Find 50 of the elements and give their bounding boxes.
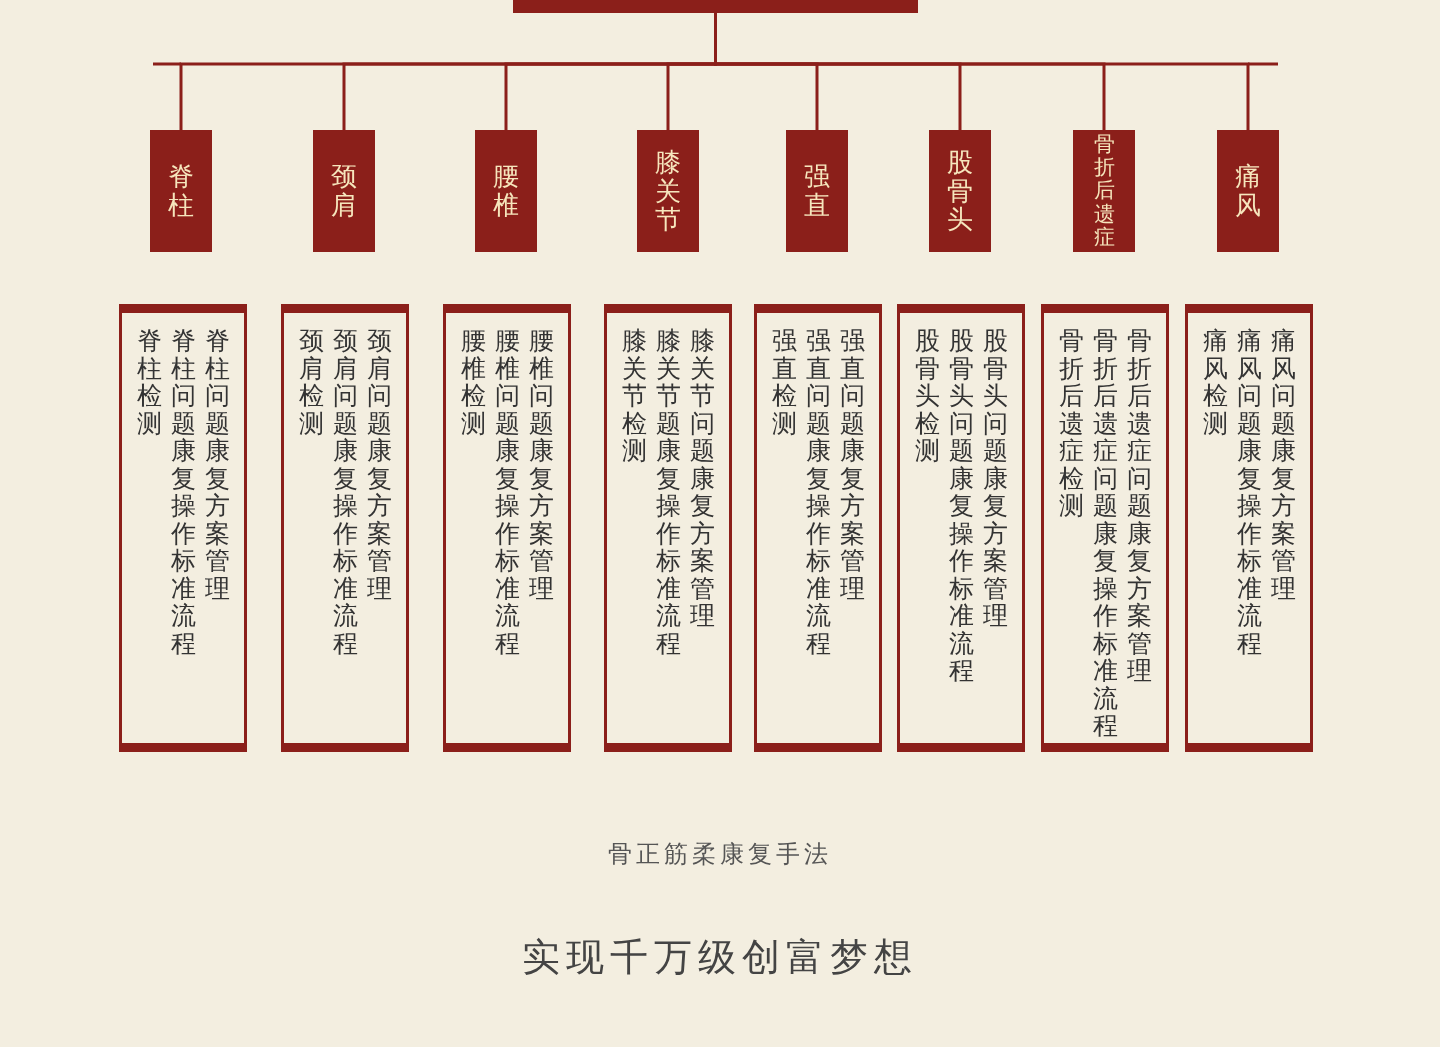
scroll-panel: [604, 304, 732, 752]
category-name: 腰椎: [493, 162, 519, 220]
vertical-text: 痛风问题康复方案管理: [1270, 327, 1296, 605]
vertical-text: 腰椎检测: [460, 327, 486, 440]
scroll-panel: [443, 304, 571, 752]
vertical-text: 骨折后遗症问题康复方案管理: [1126, 327, 1152, 687]
vertical-text: 腰椎问题康复操作标准流程: [494, 327, 520, 660]
category-tag: [150, 130, 212, 252]
category-name: 脊柱: [168, 162, 194, 220]
scroll-panel: [119, 304, 247, 752]
category-tag: [1217, 130, 1279, 252]
vertical-text: 强直问题康复方案管理: [839, 327, 865, 605]
category-tag: [637, 130, 699, 252]
vertical-text: 骨折后遗症问题康复操作标准流程: [1092, 327, 1118, 742]
scroll-panel: [1041, 304, 1169, 752]
scroll-panel: [281, 304, 409, 752]
vertical-text: 股骨头问题康复方案管理: [982, 327, 1008, 632]
category-tag: [313, 130, 375, 252]
slogan-text: 实现千万级创富梦想: [521, 934, 919, 981]
scroll-panel: [1185, 304, 1313, 752]
vertical-text: 腰椎问题康复方案管理: [528, 327, 554, 605]
vertical-text: 膝关节检测: [621, 327, 647, 467]
category-tag: [929, 130, 991, 252]
category-name: 骨折后遗症: [1093, 133, 1115, 249]
vertical-text: 脊柱问题康复操作标准流程: [170, 327, 196, 660]
vertical-text: 膝关节问题康复方案管理: [689, 327, 715, 632]
scroll-panel: [754, 304, 882, 752]
vertical-text: 颈肩问题康复方案管理: [366, 327, 392, 605]
vertical-text: 颈肩问题康复操作标准流程: [332, 327, 358, 660]
category-name: 强直: [804, 162, 830, 220]
vertical-text: 膝关节题康复操作标准流程: [655, 327, 681, 660]
scroll-panel: [897, 304, 1025, 752]
vertical-text: 颈肩检测: [298, 327, 324, 440]
vertical-text: 脊柱检测: [136, 327, 162, 440]
subtitle-text: 骨正筋柔康复手法: [607, 839, 833, 870]
vertical-text: 股骨头问题康复操作标准流程: [948, 327, 974, 687]
vertical-text: 骨折后遗症检测: [1058, 327, 1084, 522]
category-tag: [475, 130, 537, 252]
category-name: 股骨头: [947, 148, 973, 234]
vertical-text: 脊柱问题康复方案管理: [204, 327, 230, 605]
vertical-text: 痛风检测: [1202, 327, 1228, 440]
category-tag: [1073, 130, 1135, 252]
category-name: 颈肩: [331, 162, 357, 220]
category-tag: [786, 130, 848, 252]
vertical-text: 痛风问题康复操作标准流程: [1236, 327, 1262, 660]
category-name: 痛风: [1235, 162, 1261, 220]
category-name: 膝关节: [655, 148, 681, 234]
vertical-text: 强直问题康复操作标准流程: [805, 327, 831, 660]
vertical-text: 股骨头检测: [914, 327, 940, 467]
vertical-text: 强直检测: [771, 327, 797, 440]
